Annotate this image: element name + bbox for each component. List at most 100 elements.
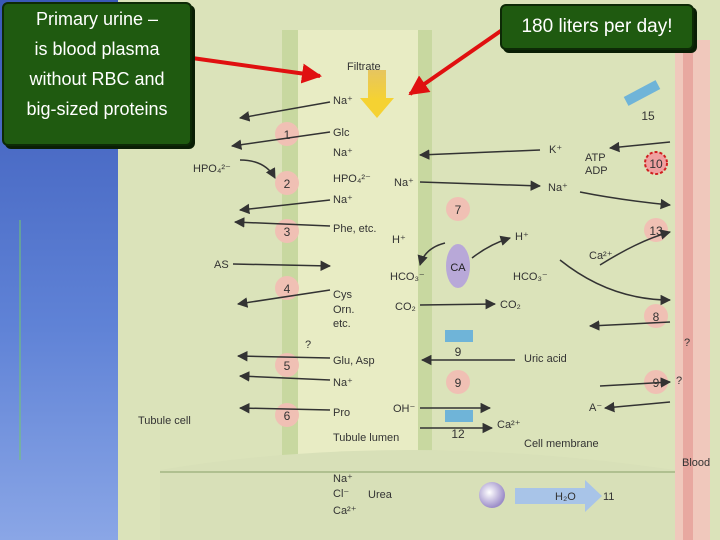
svg-text:H⁺: H⁺: [515, 231, 529, 243]
red-arrow-left: [191, 56, 322, 84]
svg-text:H₂O: H₂O: [555, 491, 576, 503]
svg-text:HCO₃⁻: HCO₃⁻: [513, 271, 548, 283]
svg-text:Na⁺: Na⁺: [333, 194, 353, 206]
svg-text:HPO₄²⁻: HPO₄²⁻: [193, 163, 231, 175]
svg-text:9: 9: [455, 376, 462, 390]
svg-text:H⁺: H⁺: [392, 234, 406, 246]
transporter-1: [275, 122, 299, 146]
arrow-blood-5: [599, 377, 672, 388]
svg-text:Na⁺: Na⁺: [333, 473, 353, 485]
svg-text:Pro: Pro: [333, 407, 350, 419]
arrow-blood-4: [588, 320, 671, 331]
arrow-phe: [233, 217, 331, 228]
svg-text:etc.: etc.: [333, 318, 351, 330]
arrow-h-right: [471, 235, 512, 259]
callout-line: without RBC and: [29, 69, 165, 89]
svg-text:12: 12: [451, 427, 465, 441]
svg-text:CO₂: CO₂: [395, 301, 416, 313]
svg-text:9: 9: [455, 345, 462, 359]
arrow-hpo4-left: [239, 159, 276, 179]
svg-text:5: 5: [284, 359, 291, 373]
svg-text:15: 15: [641, 109, 655, 123]
svg-text:HCO₃⁻: HCO₃⁻: [390, 271, 425, 283]
volume-callout: 180 liters per day!: [500, 4, 694, 50]
svg-text:Phe, etc.: Phe, etc.: [333, 223, 376, 235]
svg-text:Na⁺: Na⁺: [548, 182, 568, 194]
arrow-na-2: [238, 199, 331, 215]
water-arrow: [515, 488, 585, 504]
carbonic-anhydrase: [446, 244, 470, 288]
arrow-blood-1: [579, 191, 672, 210]
primary-urine-callout: Primary urine – is blood plasma without …: [2, 2, 192, 146]
transporter-5: [275, 353, 299, 377]
arrow-na-right: [419, 180, 542, 191]
svg-text:?: ?: [684, 337, 690, 349]
arrow-co2: [419, 298, 497, 310]
arrow-k: [418, 149, 541, 160]
svg-text:HPO₄²⁻: HPO₄²⁻: [333, 173, 371, 185]
arrow-blood-7: [608, 141, 671, 153]
svg-text:Glc: Glc: [333, 127, 350, 139]
arrow-na-3: [238, 371, 331, 382]
channel-9: [445, 330, 473, 342]
svg-text:Cell membrane: Cell membrane: [524, 438, 599, 450]
callout-line: 180 liters per day!: [521, 16, 673, 37]
arrow-na-1: [238, 101, 331, 122]
svg-text:Cys: Cys: [333, 289, 352, 301]
arrow-blood-2: [599, 229, 672, 266]
red-arrow-right: [408, 26, 507, 96]
filtrate-arrow: [368, 70, 386, 100]
svg-text:Tubule lumen: Tubule lumen: [333, 432, 399, 444]
svg-text:?: ?: [305, 339, 311, 351]
svg-text:ADP: ADP: [585, 165, 608, 177]
callout-line: Primary urine –: [35, 9, 159, 29]
arrow-blood-3: [559, 259, 672, 306]
svg-text:OH⁻: OH⁻: [393, 403, 416, 415]
tubule-lumen-area: [298, 30, 418, 470]
water-channel: [479, 482, 505, 508]
svg-text:Na⁺: Na⁺: [394, 177, 414, 189]
svg-text:8: 8: [653, 310, 660, 324]
transporter-9b: [644, 370, 668, 394]
svg-text:Na⁺: Na⁺: [333, 147, 353, 159]
svg-text:K⁺: K⁺: [549, 144, 562, 156]
arrow-as: [232, 260, 332, 272]
svg-text:3: 3: [284, 225, 291, 239]
svg-text:Na⁺: Na⁺: [333, 95, 353, 107]
svg-text:A⁻: A⁻: [589, 402, 602, 414]
svg-text:1: 1: [284, 128, 291, 142]
svg-text:7: 7: [455, 203, 462, 217]
channel-12: [445, 410, 473, 422]
svg-text:Na⁺: Na⁺: [333, 377, 353, 389]
arrow-h-left: [417, 242, 446, 267]
svg-text:Blood: Blood: [682, 457, 710, 469]
svg-text:CA: CA: [450, 262, 466, 274]
filtrate-label: Filtrate: [347, 61, 381, 73]
svg-text:AS: AS: [214, 259, 229, 271]
atpase-10: [644, 151, 668, 175]
svg-text:Ca²⁺: Ca²⁺: [589, 250, 613, 262]
arrow-glc: [230, 131, 331, 150]
transporter-2: [275, 171, 299, 195]
svg-text:10: 10: [649, 157, 663, 171]
arrow-blood-6: [603, 401, 671, 413]
svg-text:4: 4: [284, 282, 291, 296]
svg-text:Tubule cell: Tubule cell: [138, 415, 191, 427]
svg-text:6: 6: [284, 409, 291, 423]
arrow-pro: [238, 402, 331, 414]
transporter-9a: [446, 370, 470, 394]
svg-text:Cl⁻: Cl⁻: [333, 488, 349, 500]
svg-text:Orn.: Orn.: [333, 304, 354, 316]
svg-text:Glu, Asp: Glu, Asp: [333, 355, 375, 367]
callout-line: big-sized proteins: [26, 99, 168, 119]
svg-text:Ca²⁺: Ca²⁺: [333, 505, 357, 517]
svg-text:CO₂: CO₂: [500, 299, 521, 311]
svg-text:?: ?: [676, 375, 682, 387]
svg-text:Urea: Urea: [368, 489, 393, 501]
svg-text:11: 11: [603, 491, 614, 503]
transporter-4: [275, 276, 299, 300]
svg-text:2: 2: [284, 177, 291, 191]
transporter-7: [446, 197, 470, 221]
svg-text:Ca²⁺: Ca²⁺: [497, 419, 521, 431]
